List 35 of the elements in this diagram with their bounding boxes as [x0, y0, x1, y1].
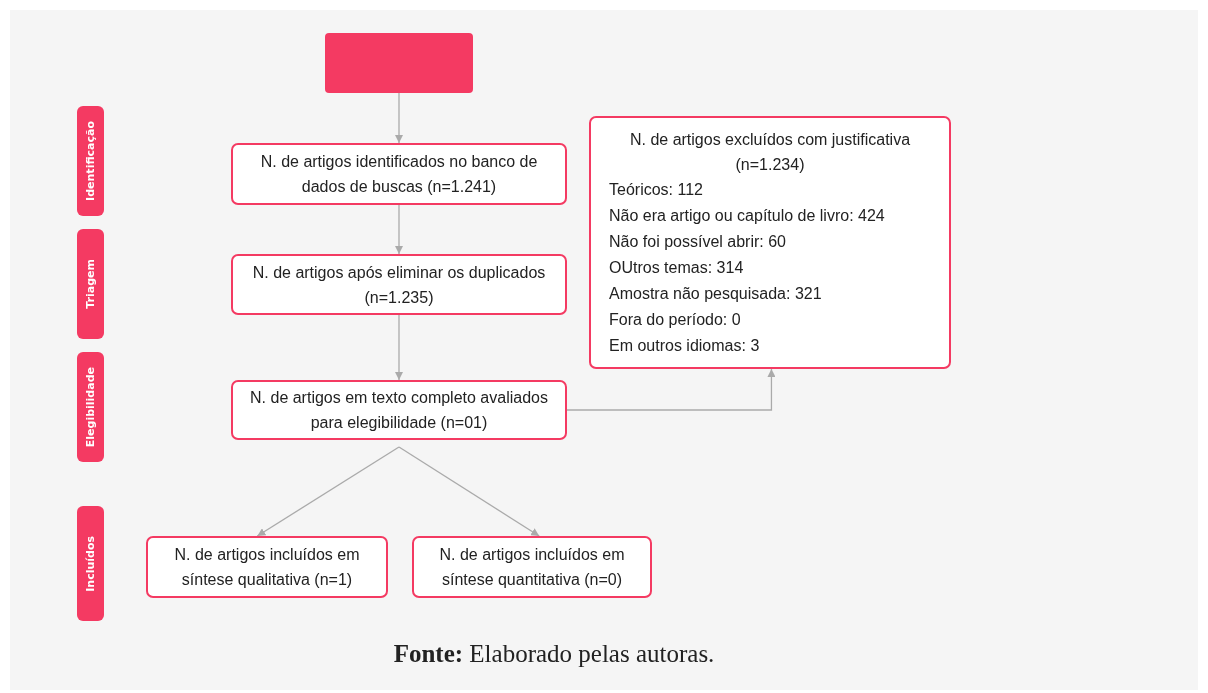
arrow [395, 314, 403, 381]
stage-band [77, 229, 104, 339]
process-box [231, 143, 567, 205]
list-item: Não era artigo ou capítulo de livro: 424 [609, 205, 886, 226]
box-text: N. de artigos após eliminar os duplicados (n=1.235) [251, 262, 547, 308]
arrow [395, 92, 403, 144]
stage-label: Identificação [84, 121, 97, 201]
stage-label: Triagem [84, 259, 97, 309]
arrow [256, 446, 400, 537]
list-item: Em outros idiomas: 3 [609, 335, 761, 356]
arrow [566, 368, 776, 411]
process-box [231, 254, 567, 315]
stage-band [77, 106, 104, 216]
caption: Fonte: Elaborado pelas autoras. [392, 640, 716, 668]
stage-band [77, 506, 104, 621]
arrow [398, 446, 540, 537]
process-box [231, 380, 567, 440]
source-box [325, 33, 473, 93]
list-item: Não foi possível abrir: 60 [609, 231, 787, 252]
box-text: N. de artigos excluídos com justificativa (n=1.234) [628, 129, 912, 175]
box-text: N. de artigos incluídos em síntese qualitativa (n=1) [173, 545, 361, 590]
stage-label: Incluídos [84, 535, 97, 592]
process-box [146, 536, 388, 598]
box-text: N. de artigos incluídos em síntese quantitativa (n=0) [438, 545, 626, 590]
list-item: Fora do período: 0 [609, 309, 742, 330]
list-item: Amostra não pesquisada: 321 [609, 283, 823, 304]
box-text: N. de artigos identificados no banco de dados de buscas (n=1.241) [259, 152, 539, 197]
arrow [395, 204, 403, 255]
process-box [412, 536, 652, 598]
box-text: N. de artigos em texto completo avaliados para elegibilidade (n=01) [249, 388, 549, 433]
stage-label: Elegibilidade [84, 366, 97, 448]
process-box [589, 116, 951, 369]
stage-band [77, 352, 104, 462]
list-item: Teóricos: 112 [609, 179, 704, 200]
list-item: OUtros temas: 314 [609, 257, 745, 278]
